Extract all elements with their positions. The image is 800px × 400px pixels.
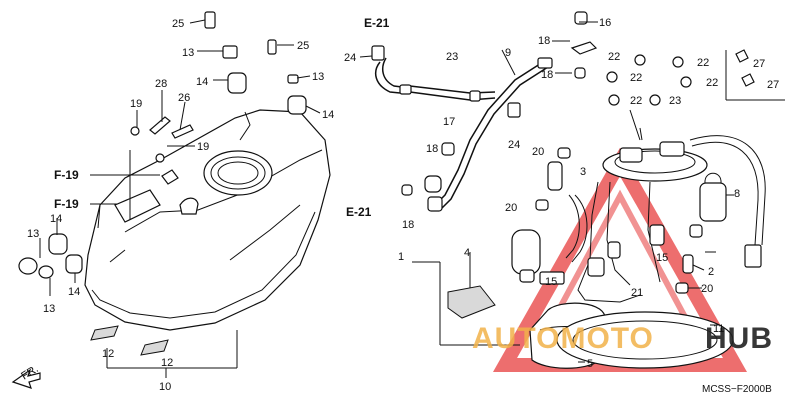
part-label: 12 [161,357,173,369]
part-label: 27 [767,79,779,91]
reference-label: E-21 [364,16,390,30]
part-label: 20 [505,202,517,214]
part-label: 18 [426,143,438,155]
part-label: 11 [713,323,724,335]
part-label: 13 [182,47,194,59]
hoses [371,11,598,212]
part-label: 18 [402,219,414,231]
part-label: 22 [608,51,620,63]
part-label: 19 [130,98,142,110]
part-label: 24 [508,139,520,151]
leader-lines-right [359,21,734,363]
watermark-text-2: HUB [705,322,773,355]
part-label: 5 [587,358,593,370]
part-label: 8 [734,188,740,200]
part-label: 22 [706,77,718,89]
part-label: 3 [580,166,586,178]
part-label: 22 [697,57,709,69]
part-label: 26 [178,92,190,104]
tank-pads [90,325,169,356]
reference-label: E-21 [346,205,372,219]
part-label: 16 [599,17,611,29]
part-label: 14 [50,213,62,225]
part-label: 1 [398,251,404,263]
part-label: 25 [172,18,184,30]
part-label: 20 [532,146,544,158]
part-label: 14 [68,286,80,298]
part-label: 19 [197,141,209,153]
part-label: 22 [630,72,642,84]
watermark: AUTOMOTO HUB [472,322,773,355]
part-label: 23 [446,51,458,63]
nuts-and-clips [606,49,785,106]
part-label: 23 [669,95,681,107]
part-label: 10 [159,381,171,393]
part-label: 4 [464,247,470,259]
leader-lines-left [39,19,321,378]
part-label: 22 [630,95,642,107]
reference-label: F-19 [54,168,79,182]
part-label: 9 [505,47,511,59]
part-label: 2 [708,266,714,278]
watermark-text-1: AUTOMOTO [472,322,654,355]
part-label: 18 [538,35,550,47]
part-label: 25 [297,40,309,52]
part-label: 24 [344,52,356,64]
part-label: 21 [631,287,643,299]
part-label: 14 [322,109,334,121]
part-label: 15 [656,252,668,264]
part-label: 20 [701,283,713,295]
part-label: 15 [545,276,557,288]
part-label: 18 [541,69,553,81]
part-label: 17 [443,116,455,128]
part-label: 27 [753,58,765,70]
fuel-tank [84,109,331,331]
fuel-pump-assembly [447,135,766,369]
part-label: 14 [196,76,208,88]
part-label: 13 [43,303,55,315]
tank-grommets [18,11,307,279]
part-label: 13 [312,71,324,83]
part-label: 13 [27,228,39,240]
front-arrow [11,368,41,389]
part-label: 28 [155,78,167,90]
part-label: 12 [102,348,114,360]
reference-label: F-19 [54,197,79,211]
diagram-code: MCSS−F2000B [702,384,772,395]
